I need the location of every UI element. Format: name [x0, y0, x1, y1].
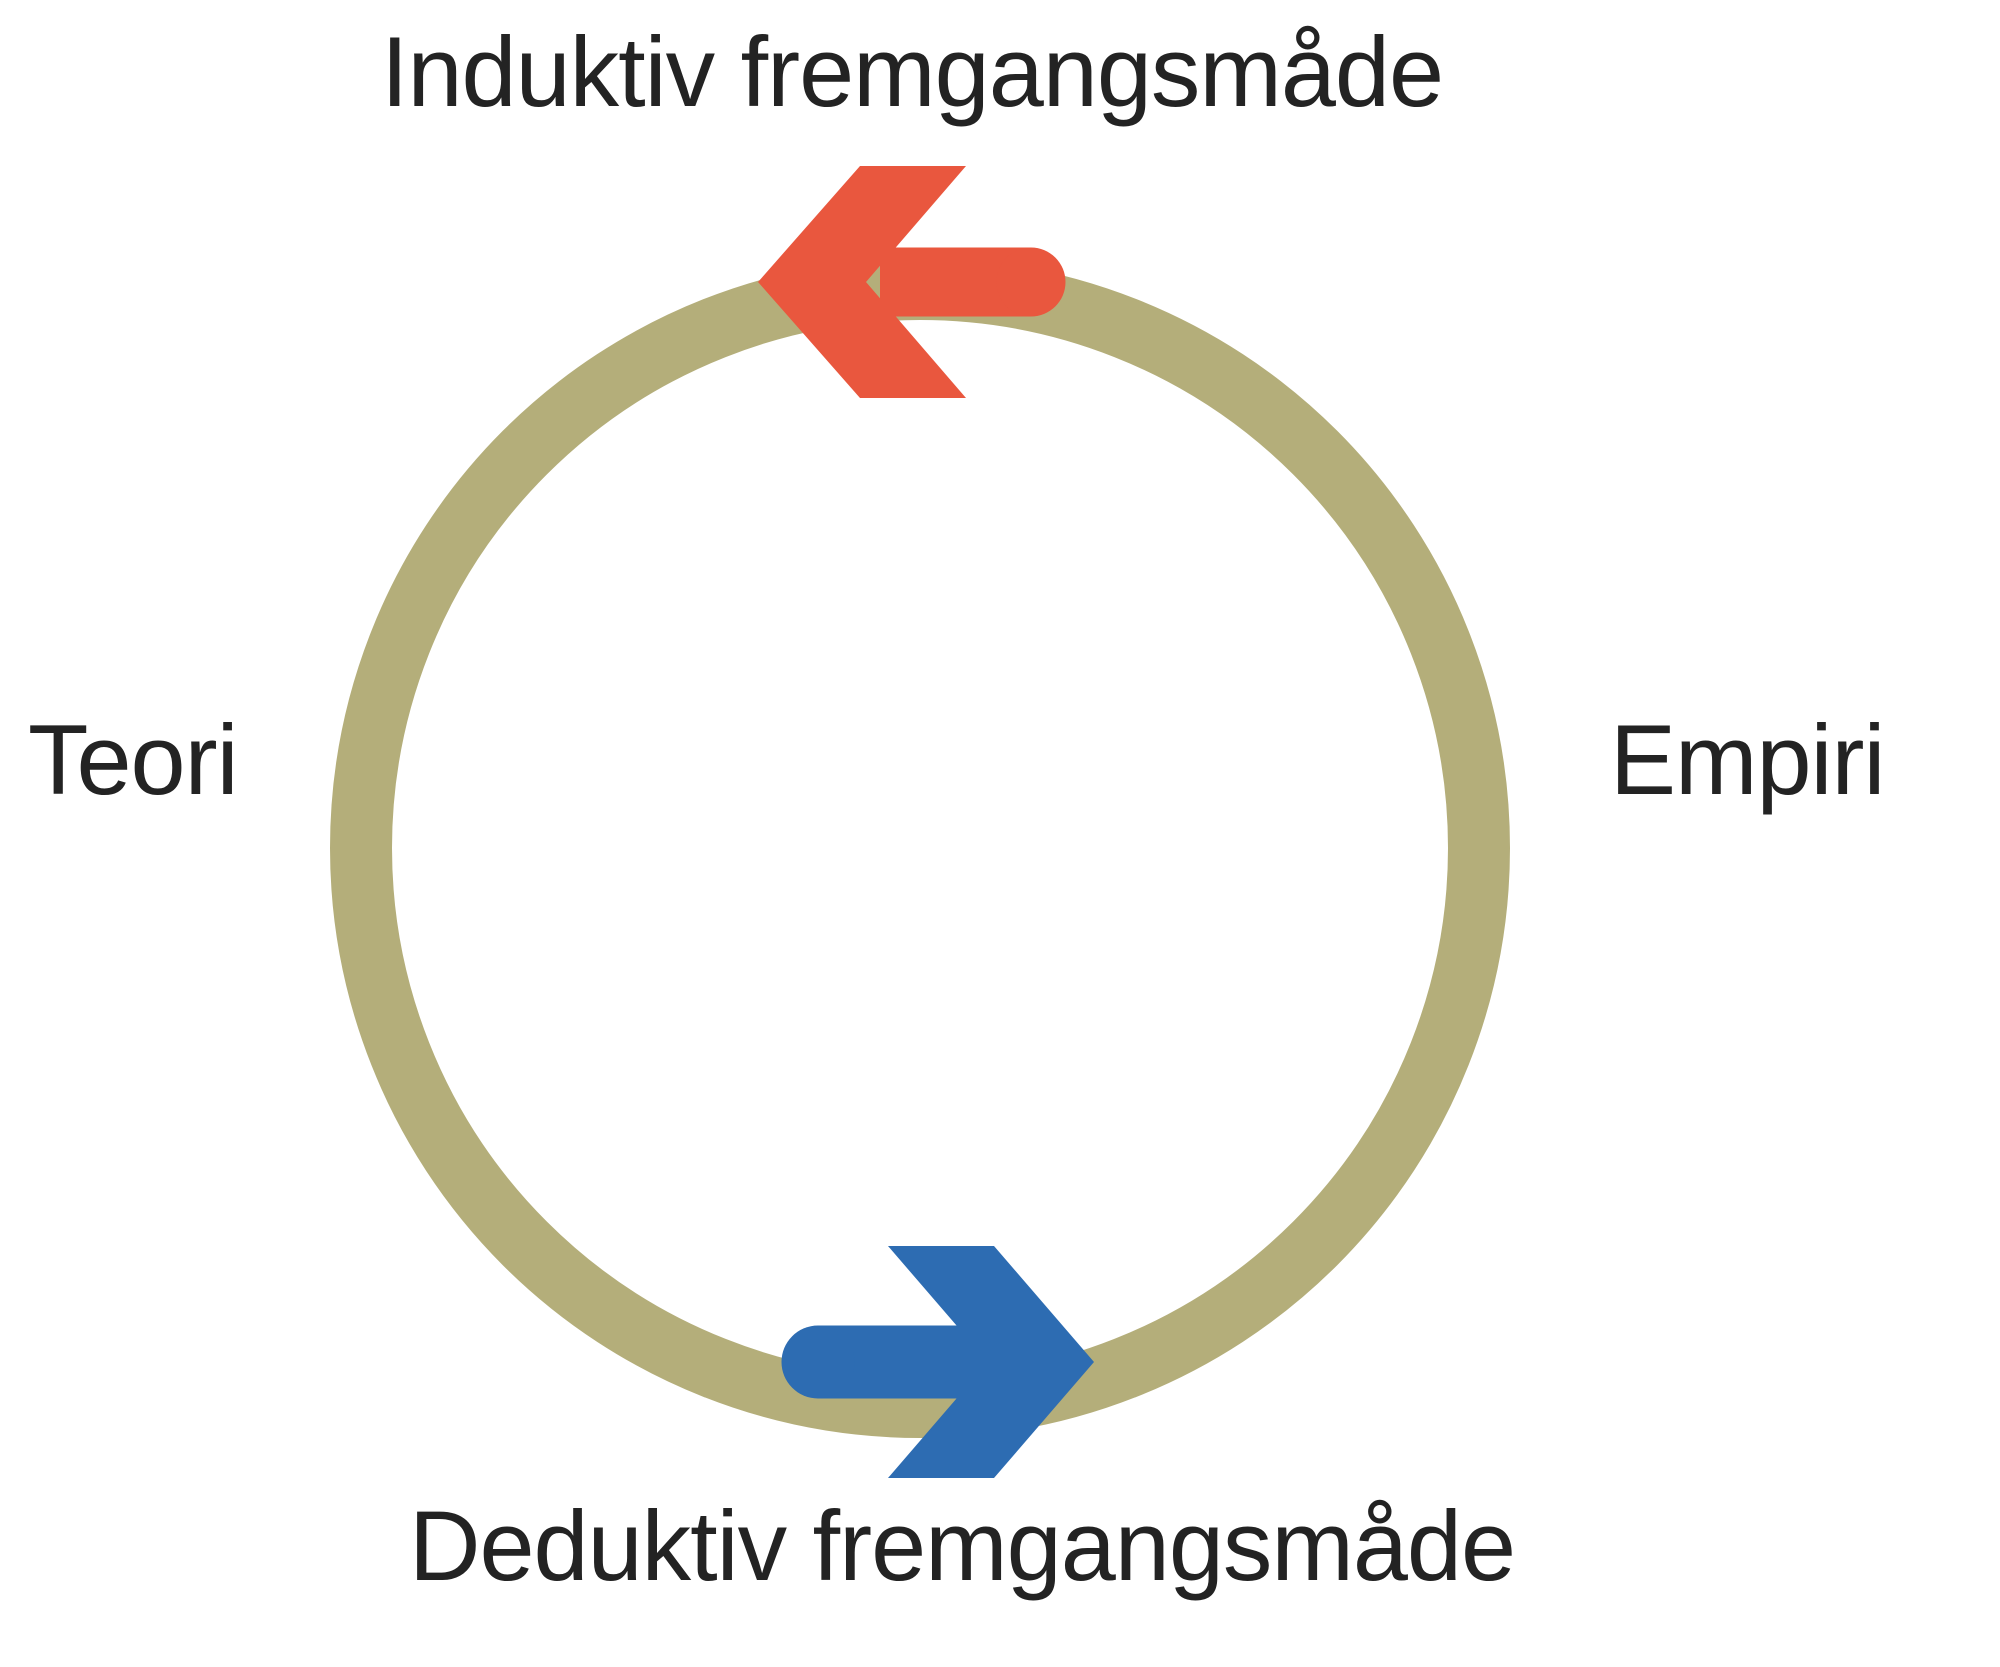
deductive-arrow-tail-cap [781, 1325, 855, 1399]
inductive-arrow-tail-cap [996, 247, 1066, 317]
theory-node-label: Teori [28, 704, 238, 815]
deductive-approach-label: Deduktiv fremgangsmåde [409, 1490, 1515, 1601]
inductive-approach-label: Induktiv fremgangsmåde [381, 16, 1443, 127]
cycle-ring [330, 258, 1510, 1438]
deductive-arrow-icon [781, 1246, 1094, 1478]
inductive-arrow-icon [758, 166, 1066, 398]
inductive-arrow-head [758, 166, 966, 398]
empiricism-node-label: Empiri [1610, 704, 1885, 815]
deductive-arrow-head [888, 1246, 1094, 1478]
